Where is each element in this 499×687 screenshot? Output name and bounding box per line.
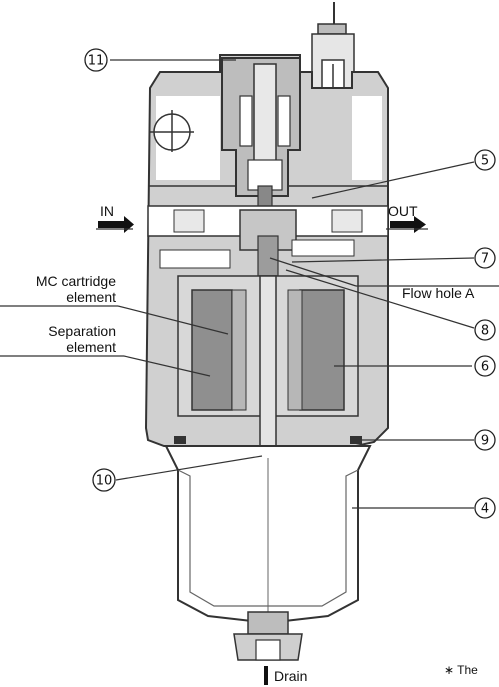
footnote-text: ∗ The — [444, 663, 478, 677]
leader-lines — [0, 59, 499, 509]
callout-8: 8 — [474, 319, 496, 341]
callout-5: 5 — [474, 149, 496, 171]
separation-label-2: element — [66, 339, 116, 355]
callout-6: 6 — [474, 355, 496, 377]
bowl — [164, 445, 372, 623]
drain-fitting — [233, 611, 303, 685]
mc-cartridge-element — [299, 289, 345, 411]
port-channel — [147, 205, 389, 277]
callout-11: 11 — [84, 48, 108, 72]
pilot-valve-assembly — [221, 57, 301, 217]
out-label: OUT — [388, 203, 418, 219]
callout-9: 9 — [474, 429, 496, 451]
callout-7: 7 — [474, 247, 496, 269]
svg-text:5: 5 — [481, 154, 489, 169]
mc-cartridge-label: MC cartridge — [36, 273, 116, 289]
callout-10: 10 — [92, 468, 116, 492]
drain-label: Drain — [274, 668, 307, 684]
mc-cartridge-label-2: element — [66, 289, 116, 305]
element-chamber — [174, 275, 362, 458]
callout-4: 4 — [474, 497, 496, 519]
svg-text:10: 10 — [96, 474, 113, 489]
centre-rod — [259, 275, 277, 447]
svg-text:11: 11 — [88, 54, 105, 69]
svg-text:6: 6 — [481, 360, 489, 375]
flow-hole-label: Flow hole A — [402, 285, 475, 301]
separation-element — [191, 289, 233, 411]
separation-label: Separation — [48, 323, 116, 339]
drain-marker — [264, 666, 268, 685]
svg-text:9: 9 — [481, 434, 489, 449]
svg-text:8: 8 — [481, 324, 489, 339]
svg-text:4: 4 — [481, 502, 489, 517]
svg-text:7: 7 — [481, 252, 489, 267]
in-label: IN — [100, 203, 114, 219]
